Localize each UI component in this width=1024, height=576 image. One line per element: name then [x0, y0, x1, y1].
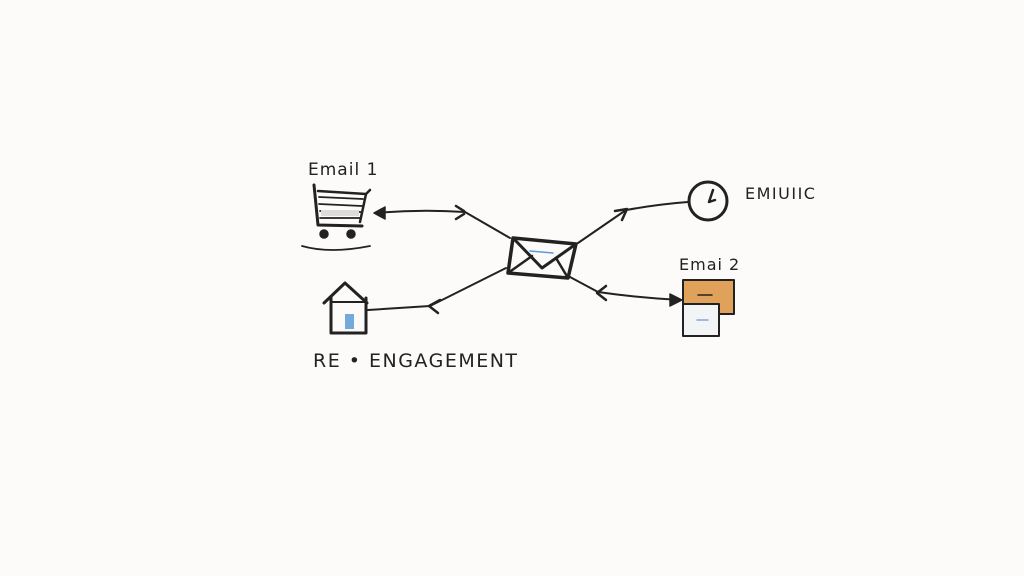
envelope-icon	[506, 236, 578, 280]
reengagement-label: RE • ENGAGEMENT	[313, 350, 519, 372]
edge-hub-emiuuc	[577, 201, 689, 244]
document-box-icon	[682, 279, 735, 337]
edge-hub-email1	[373, 204, 511, 239]
clock-icon	[687, 180, 729, 222]
email1-label: Email 1	[308, 160, 379, 180]
emiuuc-label: EMIUIIC	[745, 184, 817, 203]
email2-label: Emai 2	[679, 255, 741, 274]
edge-hub-email2	[569, 276, 683, 307]
edge-hub-reengagement	[367, 267, 507, 315]
shopping-cart-icon	[301, 183, 372, 251]
house-icon	[322, 281, 369, 335]
